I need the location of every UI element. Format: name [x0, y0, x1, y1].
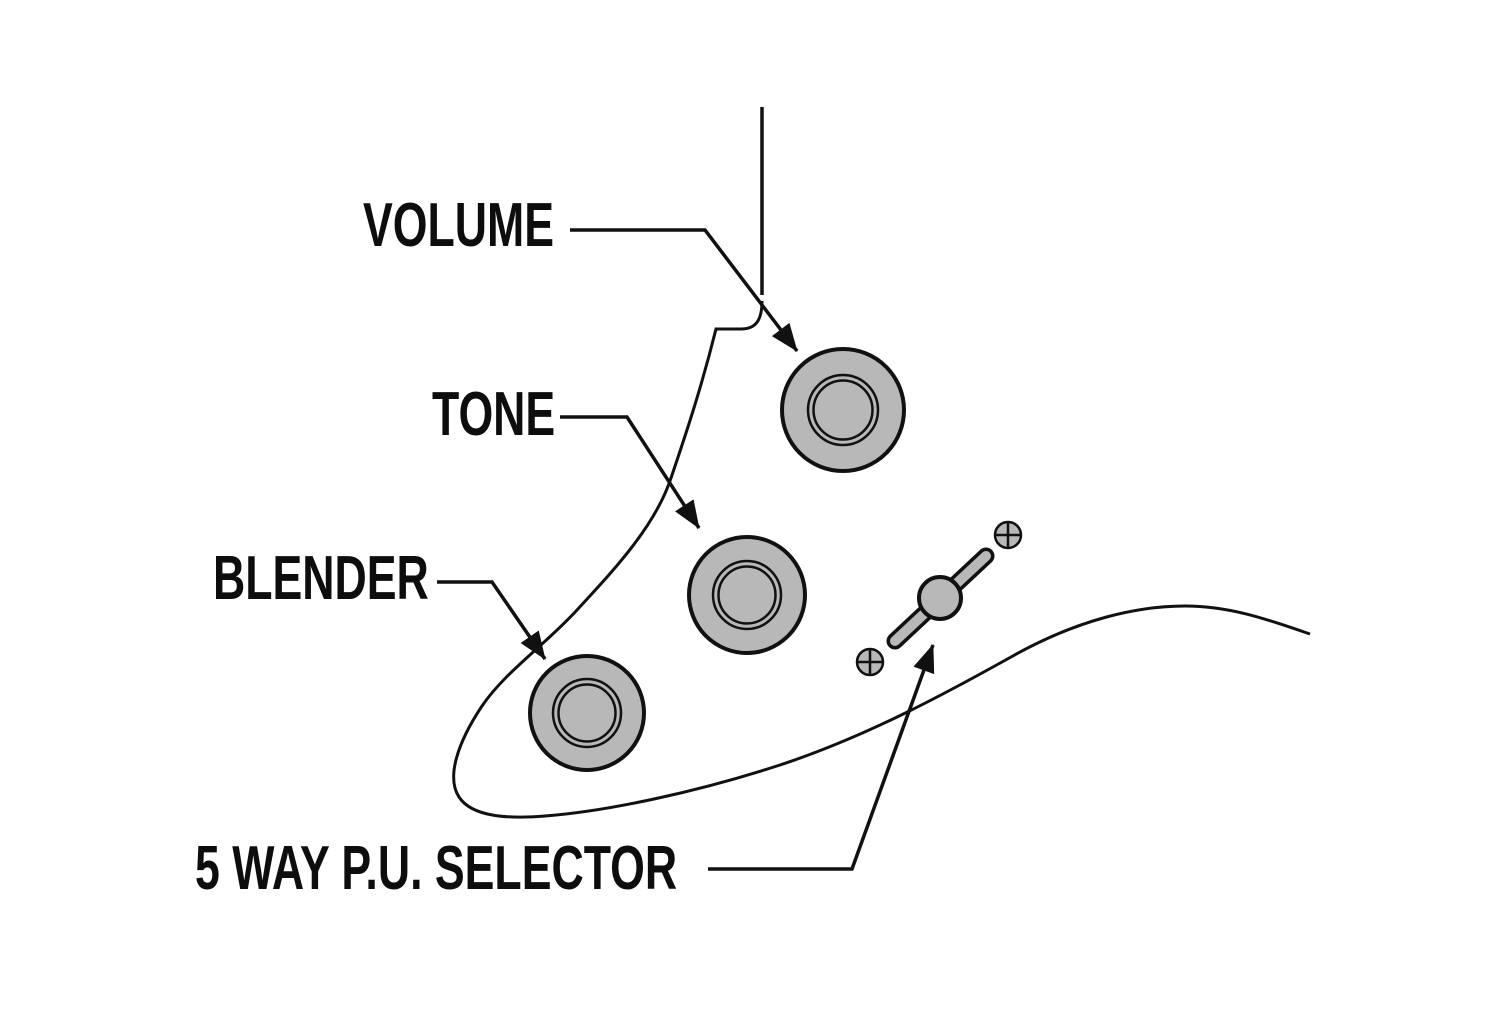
- selector-screw-bottom-left: [855, 647, 885, 677]
- blender-knob-outer-ring: [551, 677, 623, 749]
- blender-knob-body: [528, 654, 646, 772]
- tone-leader-arrow: [560, 415, 701, 529]
- blender-knob: [528, 654, 646, 772]
- volume-leader-arrow: [570, 228, 799, 353]
- volume-label: VOLUME: [363, 191, 554, 260]
- tone-knob-body: [687, 535, 807, 655]
- pickup-selector-switch: [855, 520, 1023, 677]
- tone-knob: [687, 535, 807, 655]
- tone-knob-outer-ring: [711, 559, 783, 631]
- blender-leader-arrow: [437, 580, 547, 660]
- selector-screw-top-right: [993, 520, 1023, 550]
- volume-knob-outer-ring: [806, 373, 880, 447]
- selector-knob: [917, 575, 963, 621]
- tone-label: TONE: [432, 380, 556, 449]
- blender-knob-inner-ring: [557, 683, 617, 743]
- blender-label: BLENDER: [213, 544, 429, 613]
- tone-knob-inner-ring: [717, 565, 777, 625]
- pickguard-outline: [452, 300, 1311, 819]
- selector-leader-arrow: [708, 644, 935, 871]
- volume-knob-body: [780, 347, 906, 473]
- volume-knob: [780, 347, 906, 473]
- selector-label: 5 WAY P.U. SELECTOR: [195, 834, 678, 903]
- volume-knob-inner-ring: [812, 379, 874, 441]
